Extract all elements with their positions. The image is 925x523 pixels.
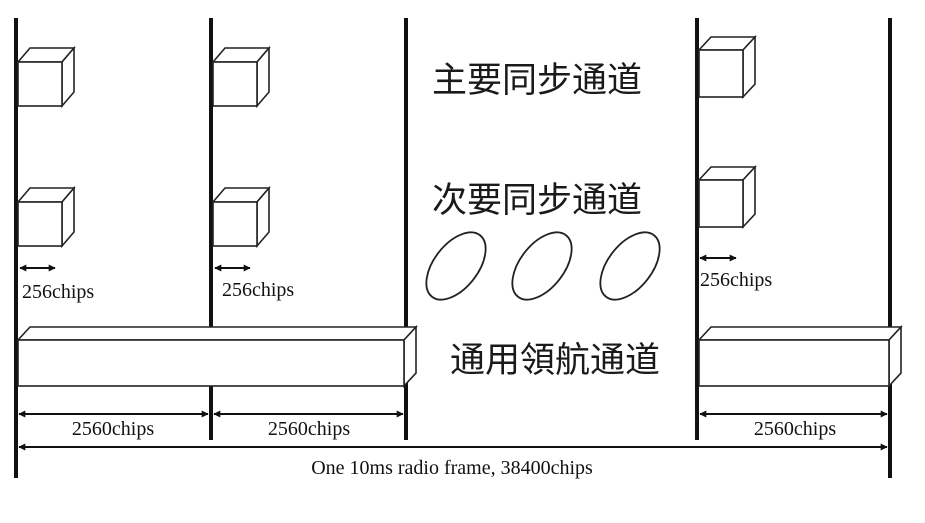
secondary-sync-cube (697, 164, 757, 230)
common-pilot-bar (16, 324, 418, 389)
ellipsis-mark (599, 231, 661, 301)
ellipsis-mark (425, 231, 487, 301)
offset-label: 256chips (700, 269, 772, 291)
common-pilot-bar (697, 324, 903, 389)
secondary-sync-cube (16, 185, 76, 249)
slot-length-label: 2560chips (72, 418, 154, 440)
slot-length-label: 2560chips (754, 418, 836, 440)
secondary-sync-label: 次要同步通道 (432, 181, 642, 221)
primary-sync-label: 主要同步通道 (432, 61, 642, 101)
primary-sync-cube (16, 45, 76, 109)
offset-label: 256chips (222, 279, 294, 301)
secondary-sync-cube (211, 185, 271, 249)
common-pilot-label: 通用領航通道 (450, 341, 660, 381)
slot-length-label: 2560chips (268, 418, 350, 440)
primary-sync-cube (697, 34, 757, 100)
primary-sync-cube (211, 45, 271, 109)
ellipsis-mark (511, 231, 573, 301)
offset-label: 256chips (22, 281, 94, 303)
frame-length-label: One 10ms radio frame, 38400chips (311, 457, 593, 479)
